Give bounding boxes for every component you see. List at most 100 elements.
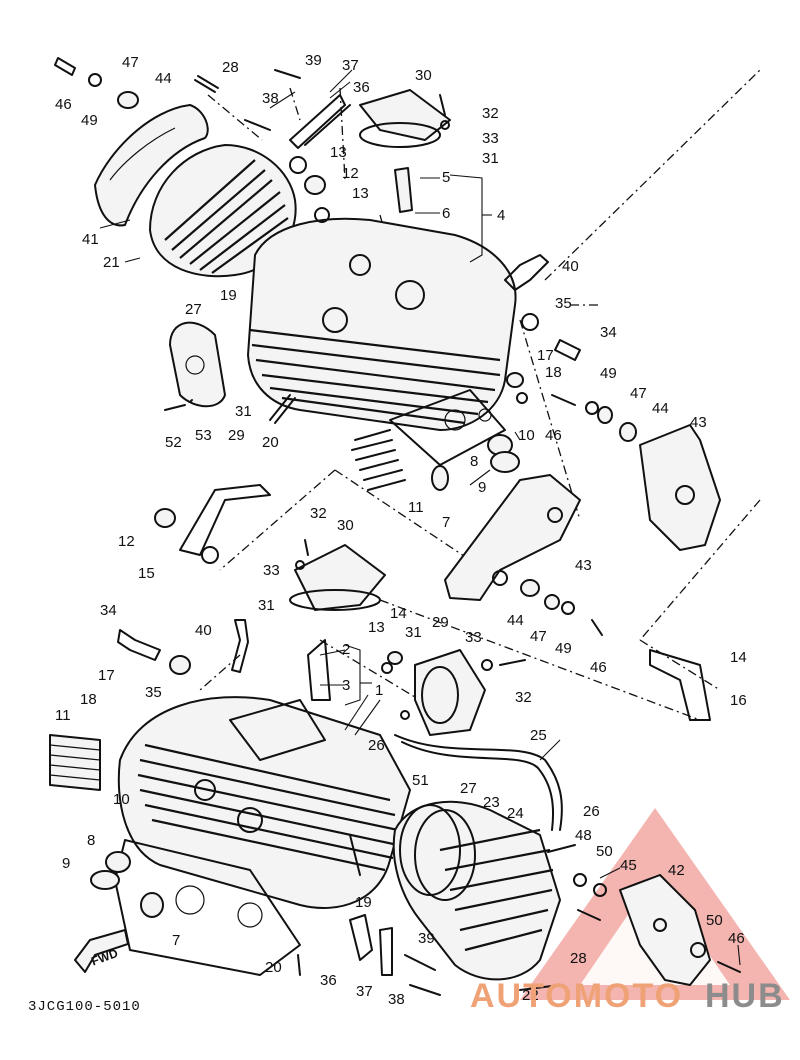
callout: 51 <box>412 772 429 789</box>
callout: 17 <box>537 347 554 364</box>
callout: 44 <box>155 70 172 87</box>
callout: 2 <box>342 641 350 658</box>
cylinder-head-top <box>247 217 517 431</box>
callout: 30 <box>415 67 432 84</box>
watermark-text-main: AUTOMOTO <box>470 977 683 1015</box>
callout: 33 <box>465 629 482 646</box>
callout: 27 <box>185 301 202 318</box>
callout: 5 <box>442 169 450 186</box>
hose-25 <box>394 734 563 831</box>
callout: 8 <box>87 832 95 849</box>
callout: 17 <box>98 667 115 684</box>
callout: 7 <box>172 932 180 949</box>
valve-cover-30b <box>294 544 386 611</box>
callout: 31 <box>235 403 252 420</box>
callout: 49 <box>600 365 617 382</box>
callout: 41 <box>82 231 99 248</box>
cam-cover-21 <box>149 144 297 278</box>
bolt-34b <box>117 629 161 661</box>
fwd-arrow-icon <box>74 929 129 973</box>
spring-11b <box>49 734 101 791</box>
cylinder-23 <box>392 800 561 981</box>
watermark-logo: AUTOMOTO HUB <box>470 977 785 1015</box>
callout: 27 <box>460 780 477 797</box>
watermark-text-hub: HUB <box>705 977 785 1015</box>
diagram-code: 3JCG100-5010 <box>28 999 141 1015</box>
callout: 47 <box>530 628 547 645</box>
callout: 29 <box>432 614 449 631</box>
callout: 24 <box>507 805 524 822</box>
callout: 45 <box>620 857 637 874</box>
middle-parts <box>154 484 711 721</box>
callout: 10 <box>113 791 130 808</box>
callout: 3 <box>342 677 350 694</box>
callout: 22 <box>522 987 539 1004</box>
callout: 42 <box>668 862 685 879</box>
callout: 43 <box>575 557 592 574</box>
callout: 39 <box>305 52 322 69</box>
callout: 40 <box>195 622 212 639</box>
callout: 46 <box>55 96 72 113</box>
callout: 16 <box>730 692 747 709</box>
callout: 10 <box>518 427 535 444</box>
callout: 32 <box>482 105 499 122</box>
callout: 48 <box>575 827 592 844</box>
callout: 18 <box>545 364 562 381</box>
callout: 38 <box>388 991 405 1008</box>
callout: 31 <box>258 597 275 614</box>
callout: 4 <box>497 207 505 224</box>
callout: 13 <box>352 185 369 202</box>
callout: 53 <box>195 427 212 444</box>
callout: 19 <box>220 287 237 304</box>
valve-guide-5 <box>394 167 413 213</box>
callout: 44 <box>507 612 524 629</box>
callout: 38 <box>262 90 279 107</box>
callout: 28 <box>222 59 239 76</box>
callout: 31 <box>482 150 499 167</box>
callout: 33 <box>263 562 280 579</box>
callout: 47 <box>122 54 139 71</box>
bracket-42 <box>619 874 711 986</box>
callout: 32 <box>515 689 532 706</box>
leader-lines <box>99 69 741 966</box>
timing-sensor-22 <box>519 984 561 991</box>
bracket-43b <box>444 474 581 601</box>
callout: 37 <box>356 983 373 1000</box>
side-cover-41 <box>94 104 209 227</box>
spark-plug-40 <box>504 254 549 291</box>
callout: 23 <box>483 794 500 811</box>
callout: 11 <box>55 707 71 724</box>
bracket-37-36 <box>289 94 351 149</box>
callout: 44 <box>652 400 669 417</box>
callout: 25 <box>530 727 547 744</box>
bolt-28 <box>194 75 219 93</box>
callout: 9 <box>62 855 70 872</box>
bolt-46 <box>54 57 76 76</box>
callout: 12 <box>118 533 135 550</box>
callout: 46 <box>545 427 562 444</box>
callout: 8 <box>470 453 478 470</box>
callout: 49 <box>81 112 98 129</box>
bolt-32 <box>439 94 446 116</box>
callout: 15 <box>138 565 155 582</box>
callout: 40 <box>562 258 579 275</box>
bolt-34 <box>554 339 581 361</box>
callout: 14 <box>730 649 747 666</box>
callout: 9 <box>478 479 486 496</box>
callout: 20 <box>262 434 279 451</box>
bolt-39 <box>274 69 301 79</box>
callout: 30 <box>337 517 354 534</box>
bolt-38 <box>244 119 271 131</box>
callout: 11 <box>408 499 424 516</box>
callout: 31 <box>405 624 422 641</box>
callout: 13 <box>368 619 385 636</box>
bolt-46b <box>551 394 576 406</box>
callout: 19 <box>355 894 372 911</box>
callout: 36 <box>320 972 337 989</box>
callout: 21 <box>103 254 120 271</box>
callout: 29 <box>228 427 245 444</box>
stud-20 <box>269 394 296 424</box>
side-cover-29b <box>414 649 486 736</box>
callout: 26 <box>368 737 385 754</box>
